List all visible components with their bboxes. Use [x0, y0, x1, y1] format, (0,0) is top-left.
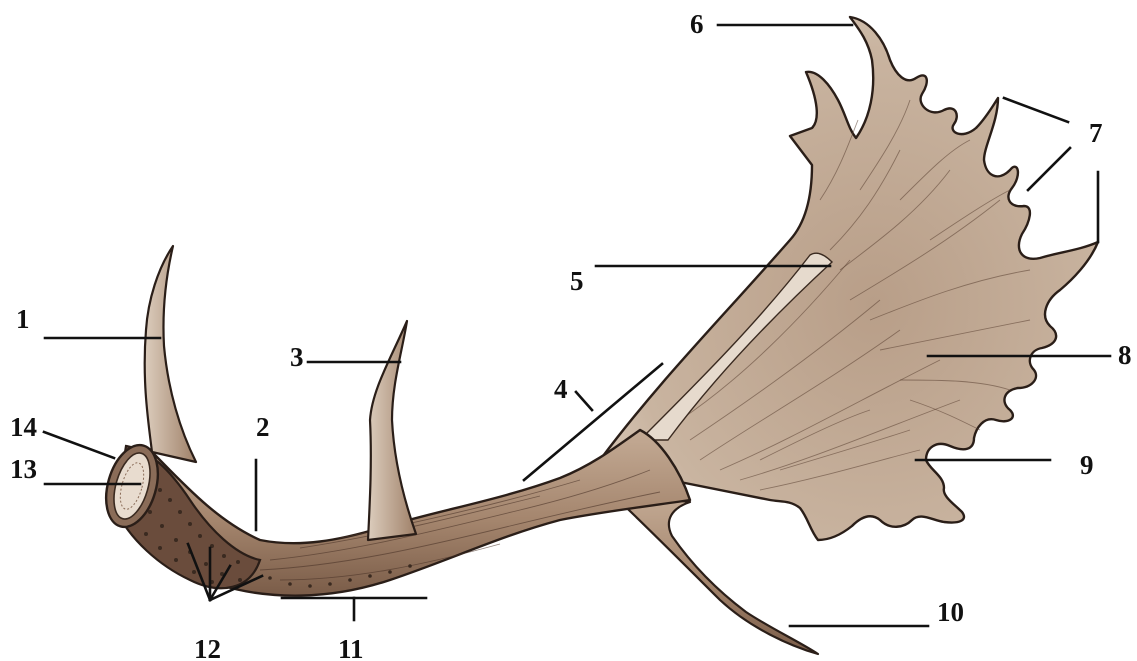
label-5: 5 [570, 266, 584, 296]
label-3: 3 [290, 342, 304, 372]
label-1: 1 [16, 304, 30, 334]
label-10: 10 [937, 597, 964, 627]
label-6: 6 [690, 9, 704, 39]
leader-7b [1028, 148, 1070, 190]
label-4: 4 [554, 374, 568, 404]
rear-tine [610, 492, 818, 654]
trez-tine [368, 321, 416, 540]
leader-14 [44, 432, 114, 458]
label-11: 11 [338, 634, 364, 661]
label-7: 7 [1089, 118, 1103, 148]
antler-palm [600, 17, 1098, 540]
brow-tine [145, 246, 196, 462]
label-8: 8 [1118, 340, 1132, 370]
label-2: 2 [256, 412, 270, 442]
leader-7a [1004, 98, 1068, 122]
label-9: 9 [1080, 450, 1094, 480]
label-13: 13 [10, 454, 37, 484]
label-12: 12 [194, 634, 221, 661]
leader-4a [576, 392, 592, 410]
label-14: 14 [10, 412, 37, 442]
